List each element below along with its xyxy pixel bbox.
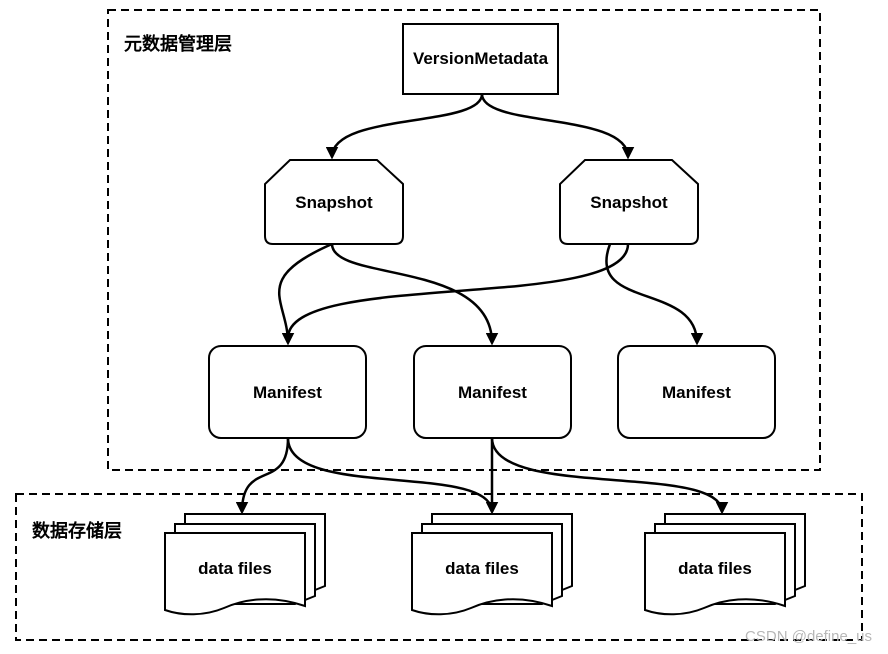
edge-version-to-snapshot-1 bbox=[325, 93, 484, 160]
edge-manifest-1-to-files-1 bbox=[235, 437, 290, 515]
data-files-node-1: data files bbox=[164, 513, 326, 616]
edge-snapshot-1-to-manifest-1 bbox=[278, 242, 333, 346]
data-files-label-1: data files bbox=[198, 559, 272, 578]
edge-snapshot-2-to-manifest-1 bbox=[286, 243, 630, 339]
data-files-node-3: data files bbox=[644, 513, 806, 616]
snapshot-node-2: Snapshot bbox=[559, 159, 699, 245]
edge-snapshot-1-to-manifest-2 bbox=[330, 243, 499, 346]
data-files-node-2: data files bbox=[411, 513, 573, 616]
data-files-label-2: data files bbox=[445, 559, 519, 578]
data-layer-label: 数据存储层 bbox=[32, 520, 122, 542]
edges bbox=[235, 93, 729, 515]
manifest-label-1: Manifest bbox=[253, 383, 322, 402]
data-layer-zone bbox=[15, 493, 863, 641]
edge-snapshot-2-to-manifest-3 bbox=[605, 243, 704, 346]
manifest-label-2: Manifest bbox=[458, 383, 527, 402]
version-metadata-label: VersionMetadata bbox=[413, 49, 549, 68]
manifest-node-2: Manifest bbox=[413, 345, 572, 439]
manifest-label-3: Manifest bbox=[662, 383, 731, 402]
edge-manifest-1-to-files-2 bbox=[286, 437, 499, 515]
manifest-node-3: Manifest bbox=[617, 345, 776, 439]
snapshot-label-2: Snapshot bbox=[590, 193, 668, 212]
manifest-node-1: Manifest bbox=[208, 345, 367, 439]
metadata-layer-label: 元数据管理层 bbox=[124, 33, 232, 55]
edge-manifest-2-to-files-3 bbox=[490, 437, 729, 515]
data-files-label-3: data files bbox=[678, 559, 752, 578]
snapshot-label-1: Snapshot bbox=[295, 193, 373, 212]
snapshot-node-1: Snapshot bbox=[264, 159, 404, 245]
edge-version-to-snapshot-2 bbox=[480, 93, 635, 160]
metadata-layer-zone bbox=[107, 9, 821, 471]
watermark: CSDN @define_us bbox=[745, 628, 872, 645]
version-metadata-node: VersionMetadata bbox=[402, 23, 559, 95]
